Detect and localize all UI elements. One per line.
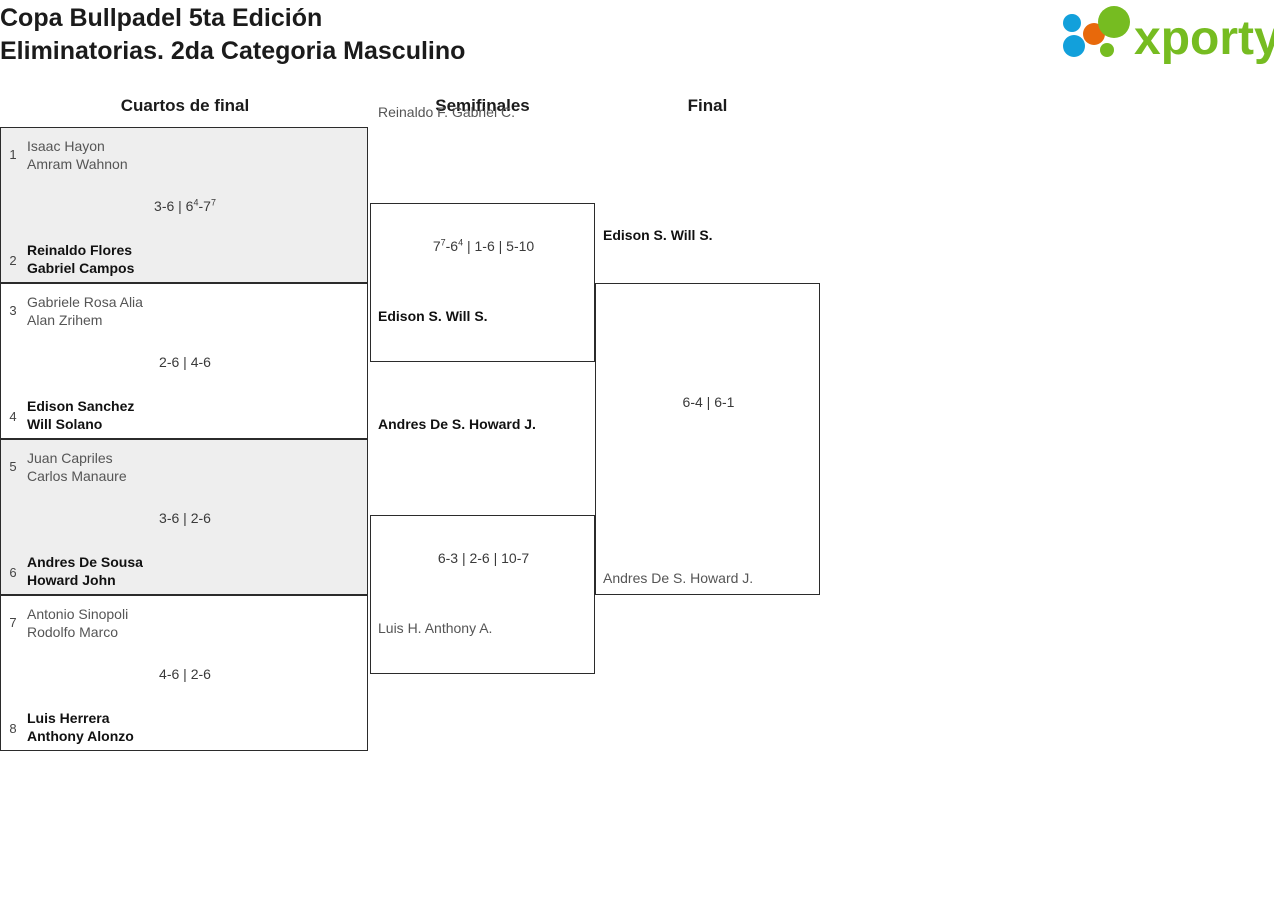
match-score: 3-6 | 2-6 xyxy=(159,510,211,526)
team-bottom[interactable]: Andres De S. Howard J. xyxy=(603,569,753,587)
player-name: Edison S. xyxy=(378,308,442,324)
round-header-semifinals: Semifinales xyxy=(435,96,530,115)
player-name: Anthony A. xyxy=(424,620,493,636)
tiebreak-sup: 7 xyxy=(440,237,446,248)
round-header-final: Final xyxy=(687,96,728,115)
seed-number: 7 xyxy=(9,615,17,630)
match-score: 4-6 | 2-6 xyxy=(159,666,211,682)
player-name: Andres De Sousa xyxy=(27,554,143,570)
player-name: Gabriel Campos xyxy=(27,260,135,276)
team-top[interactable]: Antonio Sinopoli Rodolfo Marco xyxy=(27,605,128,641)
player-name: Howard J. xyxy=(469,416,536,432)
team-bottom[interactable]: Edison Sanchez Will Solano xyxy=(27,397,134,433)
quarterfinal-match-3[interactable]: 5 Juan Capriles Carlos Manaure 3-6 | 2-6… xyxy=(0,439,368,595)
team-top[interactable]: Gabriele Rosa Alia Alan Zrihem xyxy=(27,293,143,329)
team-top[interactable]: Andres De S. Howard J. xyxy=(378,415,536,433)
match-score: 77-64 | 1-6 | 5-10 xyxy=(432,237,535,254)
player-name: Juan Capriles xyxy=(27,450,113,466)
player-name: Howard J. xyxy=(690,570,754,586)
player-name: Anthony Alonzo xyxy=(27,728,134,744)
player-name: Edison Sanchez xyxy=(27,398,135,414)
seed-number: 3 xyxy=(9,303,17,318)
player-name: Alan Zrihem xyxy=(27,312,103,328)
match-score: 2-6 | 4-6 xyxy=(159,354,211,370)
quarterfinal-match-1[interactable]: 1 Isaac Hayon Amram Wahnon 3-6 | 64-77 2… xyxy=(0,127,368,283)
player-name: Edison S. xyxy=(603,227,667,243)
team-bottom[interactable]: Edison S. Will S. xyxy=(378,307,488,325)
tiebreak-sup: 7 xyxy=(210,197,216,208)
player-name: Will S. xyxy=(670,227,713,243)
match-score: 3-6 | 64-77 xyxy=(154,197,216,214)
player-name: Amram Wahnon xyxy=(27,156,128,172)
player-name: Isaac Hayon xyxy=(27,138,105,154)
tournament-title: Copa Bullpadel 5ta Edición Eliminatorias… xyxy=(0,2,465,68)
seed-number: 2 xyxy=(9,253,17,268)
xporty-logo[interactable]: xporty xyxy=(1052,5,1274,67)
tournament-title-line-1: Copa Bullpadel 5ta Edición xyxy=(0,4,323,32)
player-name: Will Solano xyxy=(27,416,103,432)
player-name: Gabriele Rosa Alia xyxy=(27,294,143,310)
player-name: Luis H. xyxy=(378,620,422,636)
seed-number: 6 xyxy=(9,565,17,580)
player-name: Reinaldo F. xyxy=(378,104,449,120)
team-top[interactable]: Edison S. Will S. xyxy=(603,226,713,244)
semifinal-match-1[interactable]: Reinaldo F. Gabriel C. 77-64 | 1-6 | 5-1… xyxy=(370,104,595,362)
team-bottom[interactable]: Luis H. Anthony A. xyxy=(378,619,492,637)
semifinal-match-2[interactable]: Andres De S. Howard J. 6-3 | 2-6 | 10-7 … xyxy=(370,416,595,674)
seed-number: 1 xyxy=(9,147,17,162)
player-name: Reinaldo Flores xyxy=(27,242,133,258)
player-name: Luis Herrera xyxy=(27,710,110,726)
tournament-title-line-2: Eliminatorias. 2da Categoria Masculino xyxy=(0,37,466,65)
team-bottom[interactable]: Reinaldo Flores Gabriel Campos xyxy=(27,241,134,277)
page-header: Copa Bullpadel 5ta Edición Eliminatorias… xyxy=(0,0,1280,88)
player-name: Carlos Manaure xyxy=(27,468,127,484)
tiebreak-sup: 4 xyxy=(458,237,464,248)
svg-text:xporty: xporty xyxy=(1134,12,1274,65)
player-name: Howard John xyxy=(27,572,116,588)
final-match[interactable]: Edison S. Will S. 6-4 | 6-1 Andres De S.… xyxy=(595,227,820,595)
match-score: 6-4 | 6-1 xyxy=(682,394,735,410)
match-score: 6-3 | 2-6 | 10-7 xyxy=(437,550,530,566)
round-header-quarterfinals: Cuartos de final xyxy=(120,96,250,115)
player-name: Andres De S. xyxy=(603,570,687,586)
player-name: Antonio Sinopoli xyxy=(27,606,129,622)
team-top[interactable]: Juan Capriles Carlos Manaure xyxy=(27,449,127,485)
team-top[interactable]: Reinaldo F. Gabriel C. xyxy=(378,103,515,121)
team-bottom[interactable]: Andres De Sousa Howard John xyxy=(27,553,143,589)
player-name: Rodolfo Marco xyxy=(27,624,119,640)
seed-number: 5 xyxy=(9,459,17,474)
tiebreak-sup: 4 xyxy=(193,197,199,208)
seed-number: 4 xyxy=(9,409,17,424)
player-name: Will S. xyxy=(445,308,488,324)
player-name: Gabriel C. xyxy=(451,104,515,120)
seed-number: 8 xyxy=(9,721,17,736)
team-top[interactable]: Isaac Hayon Amram Wahnon xyxy=(27,137,128,173)
team-bottom[interactable]: Luis Herrera Anthony Alonzo xyxy=(27,709,134,745)
quarterfinal-match-4[interactable]: 7 Antonio Sinopoli Rodolfo Marco 4-6 | 2… xyxy=(0,595,368,751)
player-name: Andres De S. xyxy=(378,416,466,432)
tournament-bracket: 1 Isaac Hayon Amram Wahnon 3-6 | 64-77 2… xyxy=(0,104,840,760)
quarterfinal-match-2[interactable]: 3 Gabriele Rosa Alia Alan Zrihem 2-6 | 4… xyxy=(0,283,368,439)
